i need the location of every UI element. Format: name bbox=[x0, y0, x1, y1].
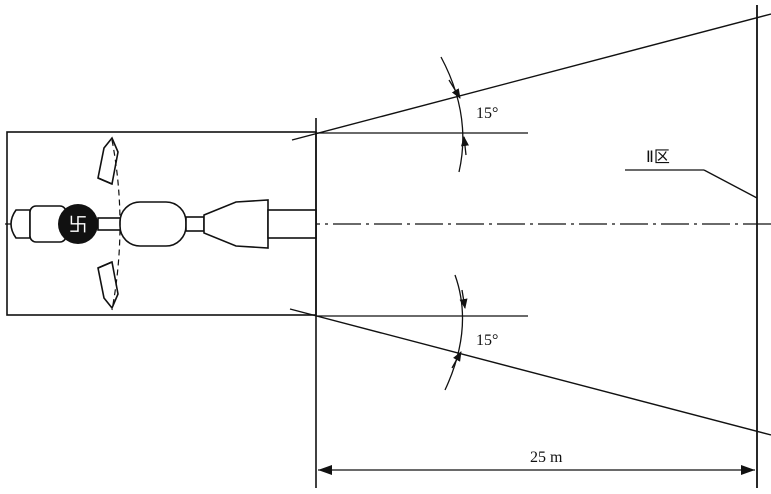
distance-label: 25 m bbox=[530, 449, 563, 466]
vehicle-body bbox=[10, 136, 317, 311]
distance-arrow-left bbox=[318, 465, 332, 475]
upper-angle-arrow-a bbox=[448, 79, 461, 99]
connector-2 bbox=[185, 216, 205, 232]
lens-bar bbox=[267, 209, 317, 239]
lower-side-lamp bbox=[97, 260, 119, 310]
brand-logo-glyph: 卐 bbox=[68, 214, 87, 236]
center-bulb bbox=[119, 201, 187, 247]
lower-angle-arrow-b bbox=[451, 351, 462, 369]
lower-angle-label: 15° bbox=[476, 332, 498, 349]
brand-logo bbox=[58, 204, 98, 244]
lower-beam-edge bbox=[289, 308, 771, 436]
upper-angle-label: 15° bbox=[476, 105, 498, 122]
zone-leader-diagonal bbox=[703, 169, 758, 199]
upper-beam-edge bbox=[291, 13, 771, 141]
zone-label: Ⅱ区 bbox=[646, 147, 670, 166]
lower-angle-arrow-a bbox=[459, 289, 468, 309]
upper-angle-arc bbox=[440, 56, 464, 173]
distance-arrow-right bbox=[741, 465, 755, 475]
lower-angle-arc bbox=[444, 274, 464, 391]
front-reflector bbox=[203, 199, 269, 249]
upper-angle-arrow-b bbox=[461, 136, 469, 156]
rear-cap bbox=[10, 209, 31, 239]
mounting-arc bbox=[111, 139, 121, 311]
connector-1 bbox=[97, 217, 123, 231]
